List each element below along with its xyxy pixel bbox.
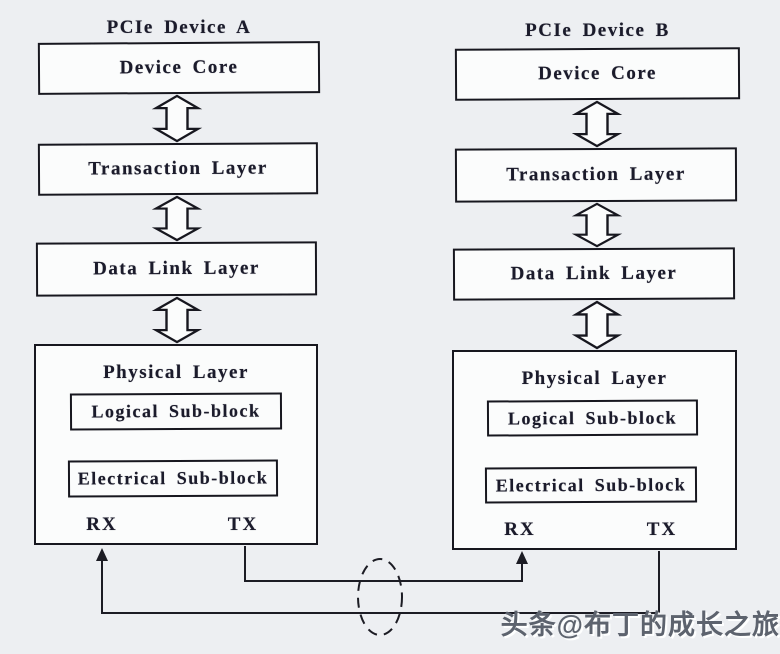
device-a-tx-port-label: TX [227,514,259,535]
device-b-physical-layer-label: Physical Layer [521,368,668,389]
device-b-rx-port-label: RX [504,519,536,540]
device-b-electrical-sub-block-label: Electrical Sub-block [495,474,687,495]
device-b-transaction-layer-label: Transaction Layer [506,163,686,186]
device-b-transaction-layer-box: Transaction Layer [454,147,738,203]
double-arrow-icon [571,300,623,350]
rxA-up-arrowhead-icon [96,548,108,561]
device-a-rx-port-label: RX [86,514,118,535]
device-a-title: PCIe Device A [106,17,252,38]
device-a-logical-sub-block-label: Logical Sub-block [91,400,261,422]
device-b-logical-sub-block-label: Logical Sub-block [507,407,678,428]
device-b-core-label: Device Core [538,62,657,85]
device-b-data-link-layer-box: Data Link Layer [452,247,736,301]
device-b-core-box: Device Core [454,47,741,101]
device-a-electrical-sub-block-label: Electrical Sub-block [77,467,269,489]
device-a-logical-sub-block-box: Logical Sub-block [69,392,283,431]
device-b-tx-port-label: TX [646,519,678,540]
device-a-transaction-layer-box: Transaction Layer [37,142,319,196]
device-a-transaction-layer-label: Transaction Layer [88,157,268,180]
device-b-electrical-sub-block-box: Electrical Sub-block [484,466,698,504]
double-arrow-icon [151,94,203,143]
double-arrow-icon [151,195,203,242]
watermark: 头条@布丁的成长之旅 [500,610,780,640]
device-b-data-link-layer-label: Data Link Layer [510,262,678,285]
device-a-core-box: Device Core [37,41,321,95]
device-a-data-link-layer-box: Data Link Layer [35,241,318,297]
device-b-title: PCIe Device B [525,20,670,41]
device-a-physical-layer-label: Physical Layer [103,362,249,383]
device-b-logical-sub-block-box: Logical Sub-block [486,399,699,437]
device-a-physical-layer-box: Physical Layer [34,344,318,545]
rxB-up-arrowhead-icon [516,551,528,564]
device-a-data-link-layer-label: Data Link Layer [93,257,260,280]
device-a-electrical-sub-block-box: Electrical Sub-block [67,459,279,498]
txA-to-rxB-wire [244,546,523,582]
link-ellipse-icon [357,558,403,636]
device-a-core-label: Device Core [119,56,239,79]
double-arrow-icon [151,296,203,344]
double-arrow-icon [571,202,623,248]
double-arrow-icon [571,100,623,148]
device-b-physical-layer-box: Physical Layer [452,350,737,550]
